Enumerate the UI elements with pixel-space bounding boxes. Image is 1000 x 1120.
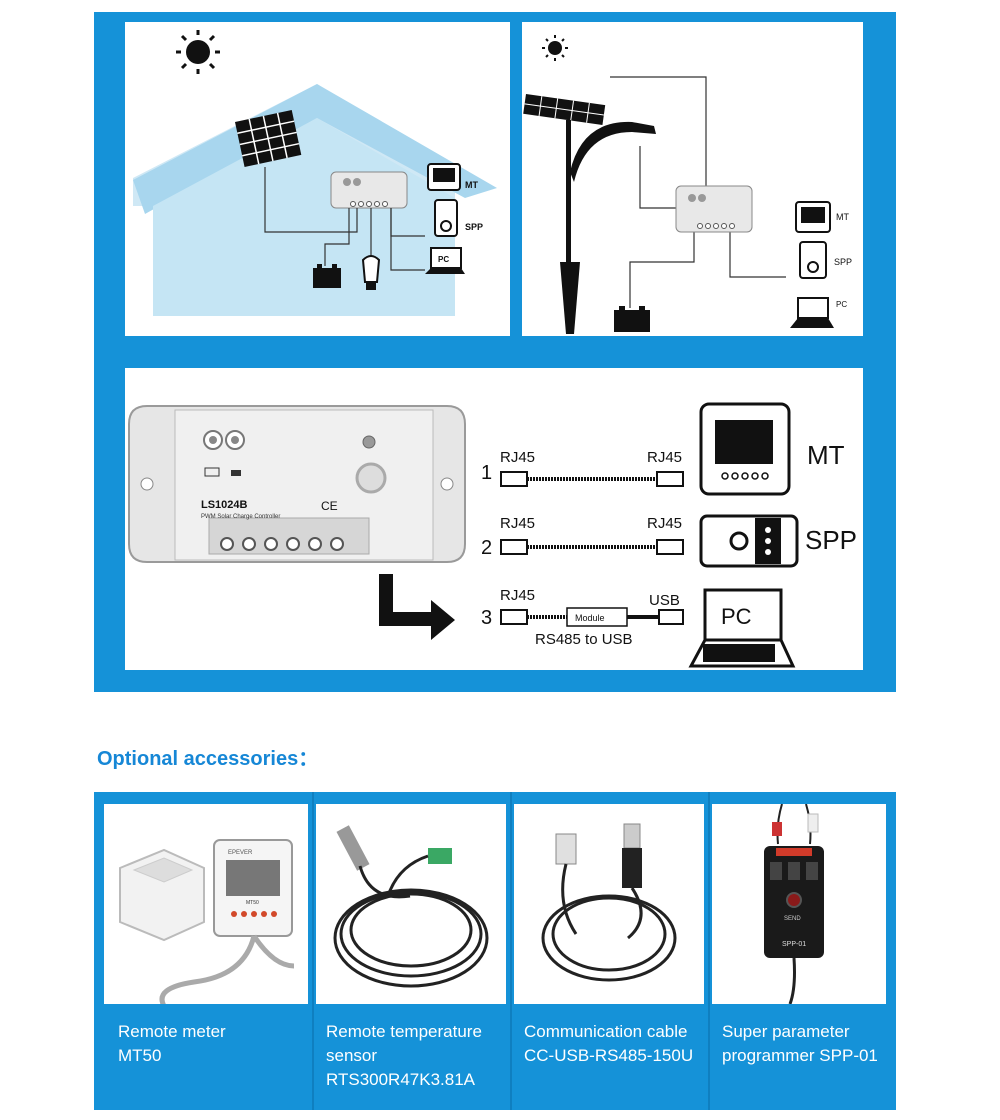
spp-icon: SPP xyxy=(434,199,483,237)
controller-model: LS1024B xyxy=(201,499,248,511)
row-1-number: 1 xyxy=(481,462,492,484)
controller-subtitle: PWM Solar Charge Controller xyxy=(201,514,280,520)
mt50-image: EPEVER MT50 xyxy=(104,804,308,1004)
accessory-label-spp01: Super parameter programmer SPP-01 xyxy=(722,1022,878,1065)
temperature-sensor-image xyxy=(316,804,506,1004)
connection-panel: LS1024B PWM Solar Charge Controller CE 1… xyxy=(125,368,863,670)
charge-controller-icon xyxy=(675,185,753,233)
charge-controller-icon xyxy=(330,171,408,209)
accessory-label-comm-cable: Communication cable CC-USB-RS485-150U xyxy=(524,1022,694,1065)
meter-model: MT50 xyxy=(246,900,259,906)
street-light-panel: MT SPP PC xyxy=(522,22,863,336)
row-2-right-label: RJ45 xyxy=(647,515,682,532)
meter-brand: EPEVER xyxy=(228,850,253,856)
street-mt-label: MT xyxy=(836,212,849,222)
mt-device-icon: MT xyxy=(699,402,845,496)
solar-panel-icon xyxy=(235,109,302,167)
module-label: Module xyxy=(575,613,605,623)
pc-icon: PC xyxy=(425,247,465,274)
charge-controller-device: LS1024B PWM Solar Charge Controller CE xyxy=(128,405,466,563)
wiring-lines xyxy=(610,76,786,308)
row-3-left-label: RJ45 xyxy=(500,587,535,604)
accessory-label-temp-sensor: Remote temperature sensor RTS300R47K3.81… xyxy=(326,1022,482,1089)
sensor-cable-illustration xyxy=(333,854,489,988)
house-illustration xyxy=(133,84,497,316)
spp-model-label: SPP-01 xyxy=(782,941,806,948)
street-pc-label: PC xyxy=(836,300,847,309)
cable-row-3: 3 RJ45 USB Module RS485 to USB xyxy=(481,587,684,648)
row-1-right-label: RJ45 xyxy=(647,449,682,466)
column-divider xyxy=(510,792,512,1110)
house-spp-label: SPP xyxy=(465,222,483,232)
spp-send-label: SEND xyxy=(784,916,801,922)
pc-icon: PC xyxy=(790,297,847,328)
mt50-meter-illustration: EPEVER MT50 xyxy=(213,839,293,937)
sun-icon xyxy=(176,30,220,74)
row-2-number: 2 xyxy=(481,537,492,559)
street-lamp-illustration xyxy=(523,94,656,334)
port-arrow-icon xyxy=(379,574,455,640)
spp-icon: SPP xyxy=(799,241,852,279)
row-3-number: 3 xyxy=(481,607,492,629)
mt-device-label: MT xyxy=(807,440,845,470)
cable-row-2: 2 RJ45 RJ45 xyxy=(481,515,684,559)
rs485-usb-label: RS485 to USB xyxy=(535,631,633,648)
pc-device-icon: PC xyxy=(688,588,796,668)
street-spp-label: SPP xyxy=(834,257,852,267)
lamp-icon xyxy=(361,255,381,290)
house-pc-label: PC xyxy=(438,255,449,264)
house-mt-label: MT xyxy=(465,180,478,190)
spp01-device-illustration: SEND SPP-01 xyxy=(764,846,824,958)
communication-cable-image xyxy=(514,804,704,1004)
house-panel: MT SPP PC xyxy=(125,22,510,336)
battery-icon xyxy=(614,306,650,332)
spp01-image: SEND SPP-01 xyxy=(712,804,886,1004)
column-divider xyxy=(708,792,710,1110)
ce-mark: CE xyxy=(321,499,338,513)
spp-device-label: SPP xyxy=(805,525,857,555)
pc-device-label: PC xyxy=(721,604,752,629)
accessory-label-mt50: Remote meter MT50 xyxy=(118,1022,226,1065)
mt-icon: MT xyxy=(795,201,849,233)
mt-icon: MT xyxy=(427,163,478,191)
column-divider xyxy=(312,792,314,1110)
cable-row-1: 1 RJ45 RJ45 xyxy=(481,449,684,487)
row-2-left-label: RJ45 xyxy=(500,515,535,532)
spp-device-icon: SPP xyxy=(699,514,857,568)
wiring-lines xyxy=(264,167,425,271)
row-1-left-label: RJ45 xyxy=(500,449,535,466)
accessories-title: Optional accessories： xyxy=(97,748,319,770)
mount-box-illustration xyxy=(119,848,205,942)
battery-icon xyxy=(313,264,341,288)
row-3-right-label: USB xyxy=(649,592,680,609)
usb-cable-illustration xyxy=(541,863,677,982)
sun-icon xyxy=(542,35,568,61)
